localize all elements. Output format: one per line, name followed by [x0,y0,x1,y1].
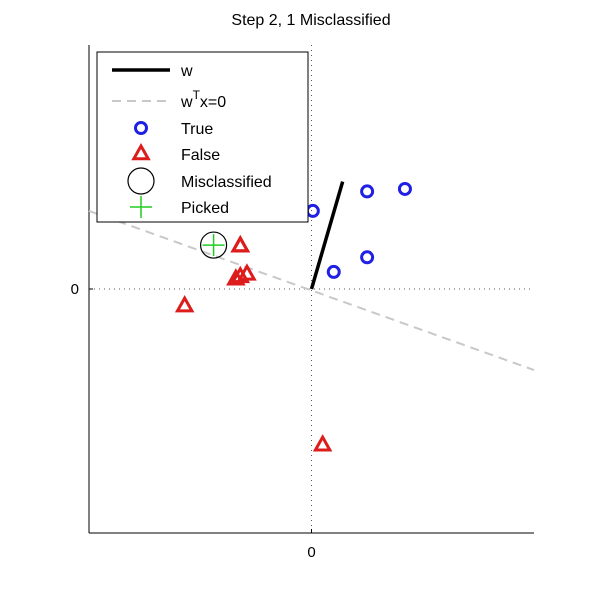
x-tick-label: 0 [307,544,315,561]
legend-item-true: True [134,121,213,138]
legend-item-w: w [112,63,193,80]
legend-label: Misclassified [181,174,272,191]
legend-item-picked: Picked [130,196,229,218]
false-point [237,263,257,281]
legend-misclassified-swatch [127,167,155,195]
chart-title: Step 2, 1 Misclassified [231,12,390,29]
true-point [360,184,375,199]
true-point [326,264,341,279]
legend-item-misclassified: Misclassified [127,167,272,195]
false-point [312,434,333,452]
decision-boundary-line [88,209,535,371]
legend-label: wTx=0 [180,88,226,111]
legend-label: Picked [181,200,229,217]
w-vector-line [309,181,345,290]
zero-reference-lines [89,45,534,533]
false-point [230,234,251,253]
legend-item-boundary: wTx=0 [112,88,226,111]
legend-label: True [181,121,213,138]
misclassified-point [200,231,228,259]
false-point [174,295,195,313]
true-point [305,203,320,218]
picked-point [202,234,225,257]
y-tick-label: 0 [71,281,79,298]
false-point [230,265,251,284]
legend-label: w [180,63,193,80]
chart-series [88,181,535,452]
legend-false-swatch [131,142,151,161]
true-point [397,181,412,196]
legend-picked-swatch [130,196,152,218]
legend-box [96,51,309,223]
legend-label: False [181,147,220,164]
legend-item-false: False [131,142,220,164]
true-point [360,250,375,265]
axis-ticks: 00 [71,281,316,561]
legend-true-swatch [134,121,148,135]
